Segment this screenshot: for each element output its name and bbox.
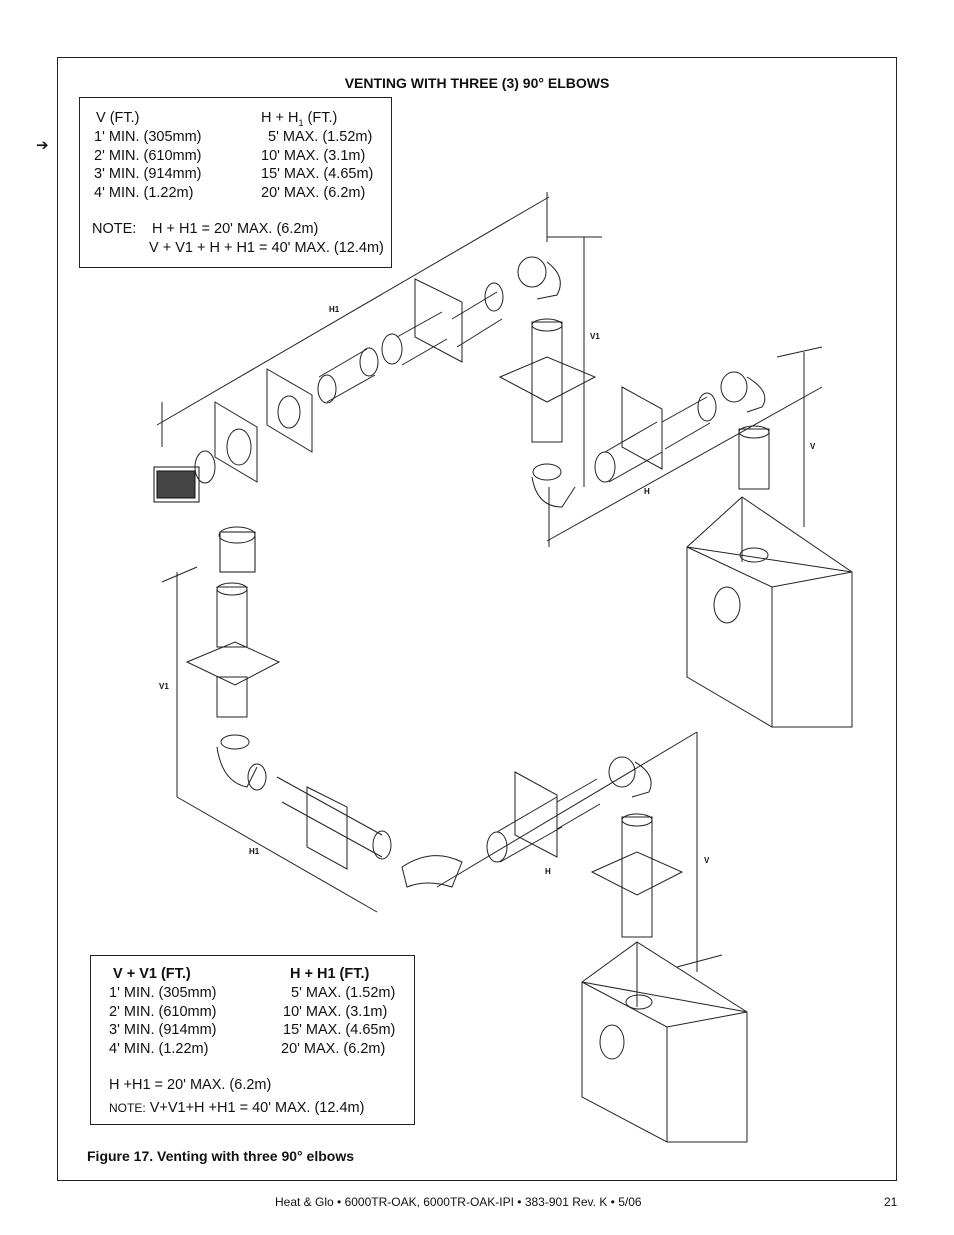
dim-label-v-top: V	[810, 442, 816, 451]
dim-label-v1-top: V1	[590, 332, 600, 341]
table-bottom-note-label: NOTE:	[109, 1101, 146, 1115]
dim-label-v1-bottom: V1	[159, 682, 169, 691]
venting-diagram: H1 V1 V H V1 H1 H V	[153, 192, 853, 1143]
table-bottom-row-4-h: 20' MAX. (6.2m)	[281, 1041, 386, 1057]
table-bottom-note-line1: H +H1 = 20' MAX. (6.2m)	[109, 1077, 272, 1093]
table-top-row-4-v: 4' MIN. (1.22m)	[94, 185, 194, 201]
table-top-row-3-h: 15' MAX. (4.65m)	[261, 166, 374, 182]
venting-table-top: V (FT.) H + H1 (FT.) 1' MIN. (305mm) 5' …	[79, 97, 392, 268]
table-top-col1-header: V (FT.)	[96, 110, 140, 126]
venting-table-bottom: V + V1 (FT.) H + H1 (FT.) 1' MIN. (305mm…	[90, 955, 415, 1125]
table-top-row-1-h: 5' MAX. (1.52m)	[268, 129, 373, 145]
table-bottom-row-3-v: 3' MIN. (914mm)	[109, 1022, 217, 1038]
table-bottom-row-3-h: 15' MAX. (4.65m)	[283, 1022, 396, 1038]
table-bottom-note-line2: V+V1+H +H1 = 40' MAX. (12.4m)	[149, 1100, 365, 1116]
table-top-note-label: NOTE:	[92, 221, 137, 237]
table-bottom-row-2-h: 10' MAX. (3.1m)	[283, 1004, 388, 1020]
figure-frame	[57, 57, 897, 1181]
table-bottom-col1-header: V + V1 (FT.)	[113, 966, 191, 982]
table-top-note-line2: V + V1 + H + H1 = 40' MAX. (12.4m)	[149, 240, 384, 256]
dim-label-h-bottom: H	[545, 867, 551, 876]
table-top-row-4-h: 20' MAX. (6.2m)	[261, 185, 366, 201]
table-top-col2-header: H + H1 (FT.)	[261, 110, 338, 128]
table-top-note-line1: H + H1 = 20' MAX. (6.2m)	[152, 221, 319, 237]
change-marker-arrow: ➔	[36, 137, 49, 154]
table-bottom-row-1-h: 5' MAX. (1.52m)	[291, 985, 396, 1001]
table-bottom-col2-header: H + H1 (FT.)	[290, 966, 370, 982]
table-top-row-2-h: 10' MAX. (3.1m)	[261, 148, 366, 164]
table-bottom-row-4-v: 4' MIN. (1.22m)	[109, 1041, 209, 1057]
table-bottom-row-1-v: 1' MIN. (305mm)	[109, 985, 217, 1001]
table-top-row-3-v: 3' MIN. (914mm)	[94, 166, 202, 182]
page-number: 21	[884, 1195, 898, 1209]
table-top-row-2-v: 2' MIN. (610mm)	[94, 148, 202, 164]
dim-label-h1-bottom: H1	[249, 847, 260, 856]
table-bottom-row-2-v: 2' MIN. (610mm)	[109, 1004, 217, 1020]
table-bottom-note: NOTE: V+V1+H +H1 = 40' MAX. (12.4m)	[109, 1100, 364, 1116]
figure-caption: Figure 17. Venting with three 90° elbows	[87, 1148, 354, 1164]
dim-label-h1-top: H1	[329, 305, 340, 314]
dim-label-h-top: H	[644, 487, 650, 496]
dim-label-v-bottom: V	[704, 856, 710, 865]
table-top-row-1-v: 1' MIN. (305mm)	[94, 129, 202, 145]
figure-heading: VENTING WITH THREE (3) 90° ELBOWS	[344, 75, 610, 91]
page-footer: Heat & Glo • 6000TR-OAK, 6000TR-OAK-IPI …	[275, 1195, 642, 1209]
